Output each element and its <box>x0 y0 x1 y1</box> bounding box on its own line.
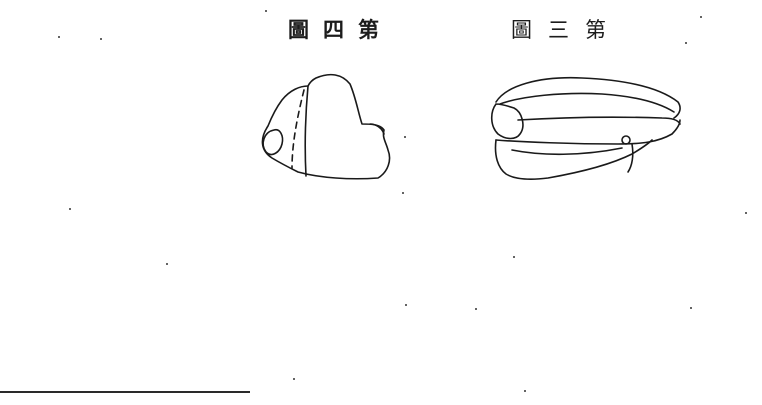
scan-speck <box>293 378 295 380</box>
stone-fragment-illustration <box>261 73 391 180</box>
scan-speck <box>404 136 406 138</box>
scan-speck <box>166 263 168 265</box>
scan-speck <box>690 307 692 309</box>
scan-speck <box>513 256 515 258</box>
cap-illustration <box>490 76 681 180</box>
scan-speck <box>685 42 687 44</box>
scan-speck <box>745 212 747 214</box>
figure-caption: 圖四第 <box>288 17 393 42</box>
scan-speck <box>265 10 267 12</box>
scan-speck <box>69 208 71 210</box>
scan-speck <box>700 16 702 18</box>
scan-speck <box>524 390 526 392</box>
scan-speck <box>402 192 404 194</box>
figure-caption: 圖三第 <box>511 18 622 42</box>
scan-speck <box>405 304 407 306</box>
bottom-rule <box>0 391 250 393</box>
fragment-drawing-left <box>250 68 400 188</box>
scan-speck <box>475 308 477 310</box>
cap-drawing-right <box>482 68 692 188</box>
scan-speck <box>100 38 102 40</box>
scan-speck <box>58 36 60 38</box>
